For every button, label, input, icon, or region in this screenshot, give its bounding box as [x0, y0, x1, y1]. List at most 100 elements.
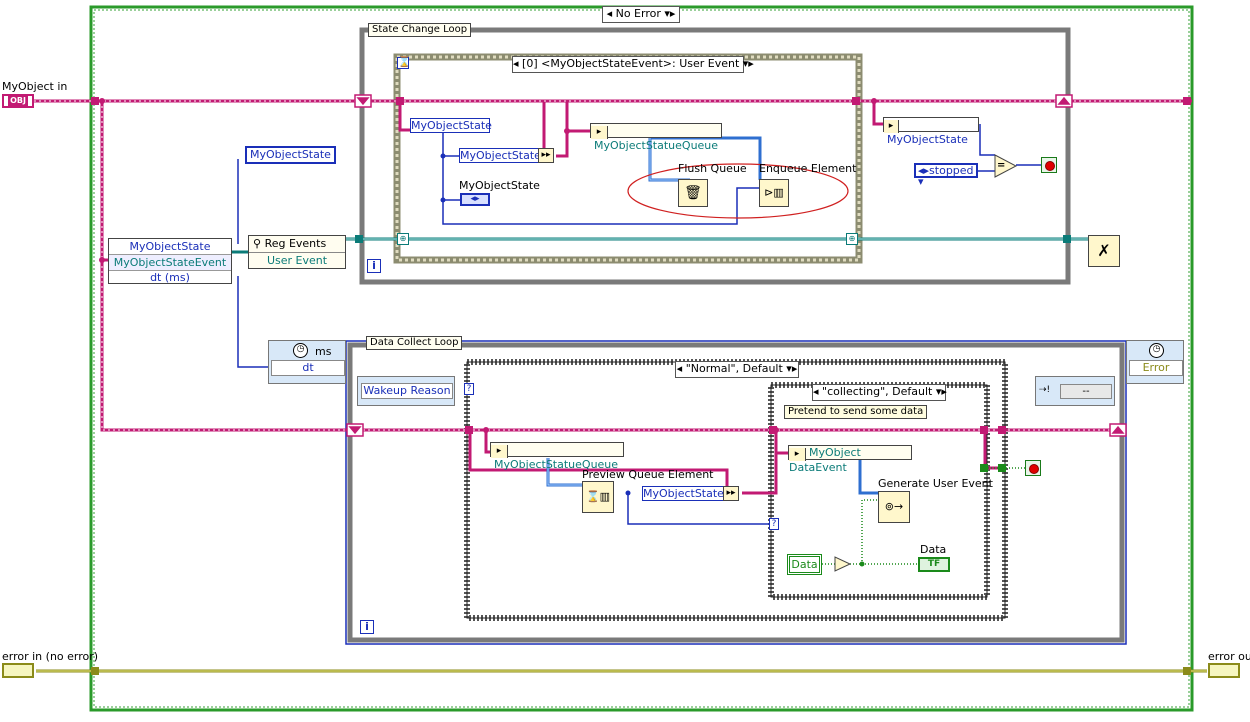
stopped-constant[interactable]: ◂▸stopped ▾ [914, 163, 978, 187]
event-case-selector[interactable]: ◂ [0] <MyObjectStateEvent>: User Event ▾… [512, 56, 754, 73]
user-event-row: User Event [266, 254, 328, 267]
state-loop-frame [359, 27, 1071, 285]
wakeup-reason-field: Wakeup Reason [361, 383, 453, 399]
error-in-terminal[interactable] [2, 663, 34, 678]
dropdown-icon: ▾ [918, 175, 924, 188]
bundle-row-event: MyObjectStateEvent [109, 255, 231, 271]
selector-right-arrow[interactable]: ▾▸ [664, 7, 676, 20]
selector-left-arrow[interactable]: ◂ [676, 362, 683, 375]
myobject-in-terminal[interactable]: OBJ [2, 94, 34, 108]
outer-case-selector[interactable]: ◂ No Error ▾▸ [602, 6, 680, 23]
preview-queue-node[interactable]: ⌛▥ [582, 481, 614, 513]
flush-queue-label: Flush Queue [678, 162, 747, 175]
queue-ref-top-label: MyObjectStatueQueue [594, 139, 719, 152]
enqueue-icon: ⊳▥ [764, 186, 784, 199]
data-indicator: TF [918, 557, 950, 572]
enqueue-element-node[interactable]: ⊳▥ [759, 179, 789, 207]
data-event-ref-node[interactable]: ▸MyObject DataEvent [788, 445, 912, 474]
right-unbundle-label: MyObjectState [887, 133, 968, 146]
destroy-event-icon: ✗ [1097, 241, 1111, 260]
state-bundle-label: MyObjectState [459, 179, 540, 192]
preview-unbundle-node[interactable]: MyObjectState [642, 486, 724, 501]
normal-case-selector[interactable]: ◂ "Normal", Default ▾▸ [675, 361, 799, 378]
selector-left-arrow[interactable]: ◂ [606, 7, 613, 20]
loop-config-node[interactable]: ⇢! -- [1035, 376, 1115, 406]
generate-user-event-label: Generate User Event [878, 477, 993, 490]
equal-sign: = [997, 160, 1006, 171]
case-selector-terminal[interactable]: ? [464, 383, 474, 395]
state-bundle-mid[interactable]: MyObjectState [459, 148, 541, 163]
state-loop-label: State Change Loop [368, 23, 472, 37]
normal-case-label: "Normal", Default [685, 362, 783, 375]
preview-unbundle-terminal: ▸▸ [723, 486, 739, 501]
collect-case-label: "collecting", Default [822, 385, 933, 398]
highlight-ellipse [627, 163, 849, 219]
data-loop-stop-terminal[interactable] [1025, 460, 1041, 476]
selector-right-arrow[interactable]: ▾▸ [742, 57, 754, 70]
bundle-by-name-node[interactable]: MyObjectState MyObjectStateEvent dt (ms) [108, 238, 232, 284]
reg-events-node[interactable]: ⚲ Reg Events User Event [248, 235, 346, 269]
event-registration-right-tunnel: ⊕ [846, 233, 858, 245]
outer-case-label: No Error [615, 7, 661, 20]
flush-queue-node[interactable]: 🗑 [678, 179, 708, 207]
queue-ref-top-node[interactable]: ▸MyObjectStatueQueue [590, 123, 722, 152]
myobjectstate-constant[interactable]: MyObjectState [245, 146, 336, 164]
inner-case-selector-terminal[interactable]: ? [769, 518, 779, 530]
collect-note: Pretend to send some data [784, 405, 928, 419]
clock-icon: ◷ [293, 343, 308, 358]
dash-field: -- [1060, 384, 1112, 399]
config-icon: ⇢! [1039, 385, 1051, 395]
reg-events-icon: ⚲ [253, 237, 265, 250]
reg-events-label: Reg Events [264, 237, 327, 250]
error-field: Error [1129, 360, 1183, 376]
collect-case-selector[interactable]: ◂ "collecting", Default ▾▸ [812, 384, 947, 401]
data-loop-iteration-terminal: i [360, 620, 374, 634]
preview-queue-icon: ⌛▥ [585, 490, 611, 503]
right-unbundle-node[interactable]: ▸MyObjectState [883, 117, 979, 146]
error-in-label: error in (no error) [2, 650, 99, 663]
selector-left-arrow[interactable]: ◂ [513, 57, 519, 70]
stopped-label: stopped [929, 164, 974, 177]
equal-comparator [994, 154, 1018, 178]
error-out-terminal[interactable] [1208, 663, 1240, 678]
trash-icon: 🗑 [684, 185, 702, 201]
data-loop-label: Data Collect Loop [366, 336, 463, 350]
preview-queue-label: Preview Queue Element [582, 468, 714, 481]
ms-label: ms [315, 345, 332, 358]
event-timeout-icon: ⌛ [397, 57, 411, 69]
state-loop-stop-terminal[interactable] [1041, 157, 1057, 173]
outer-case-frame [89, 5, 1194, 712]
myobject-in-label: MyObject in [2, 80, 68, 93]
timed-loop-input-node[interactable]: ◷ ms dt [268, 340, 346, 384]
generate-user-event-node[interactable]: ⊚→ [878, 491, 910, 523]
enum-constant-mid[interactable]: ◂▸ [460, 193, 490, 206]
state-unbundle-top[interactable]: MyObjectState [410, 118, 492, 133]
bundle-row-state: MyObjectState [109, 239, 231, 255]
tf-label: TF [927, 559, 941, 569]
data-control-label: Data [791, 558, 818, 571]
enum-arrows-icon: ◂▸ [918, 164, 930, 177]
generate-event-icon: ⊚→ [884, 500, 904, 513]
queue-ref-bottom-node[interactable]: ▸MyObjectStatueQueue [490, 442, 624, 471]
obj-tag: OBJ [8, 96, 28, 106]
event-registration-left-tunnel: ⊕ [397, 233, 409, 245]
reg-events-title-row: ⚲ Reg Events [249, 236, 345, 253]
selector-right-arrow[interactable]: ▾▸ [786, 362, 798, 375]
clock-icon: ◷ [1149, 343, 1164, 358]
event-case-label: [0] <MyObjectStateEvent>: User Event [522, 57, 740, 70]
bundle-row-dt: dt (ms) [150, 271, 190, 284]
dt-field: dt [271, 360, 345, 376]
data-loop-frame [347, 342, 1125, 643]
ref-arrow-icon: ▸ [491, 445, 508, 458]
not-gate [834, 556, 852, 572]
timed-loop-output-node[interactable]: ◷ Error [1126, 340, 1184, 384]
bundle-terminal-mid: ▸▸ [538, 148, 554, 163]
selector-right-arrow[interactable]: ▾▸ [935, 385, 947, 398]
queue-ref-bottom-label: MyObjectStatueQueue [494, 458, 619, 471]
selector-left-arrow[interactable]: ◂ [813, 385, 819, 398]
data-indicator-label: Data [920, 543, 947, 556]
destroy-user-event-node[interactable]: ✗ [1088, 235, 1120, 267]
data-control[interactable]: Data [787, 554, 822, 575]
wakeup-reason-node[interactable]: Wakeup Reason [357, 376, 455, 406]
